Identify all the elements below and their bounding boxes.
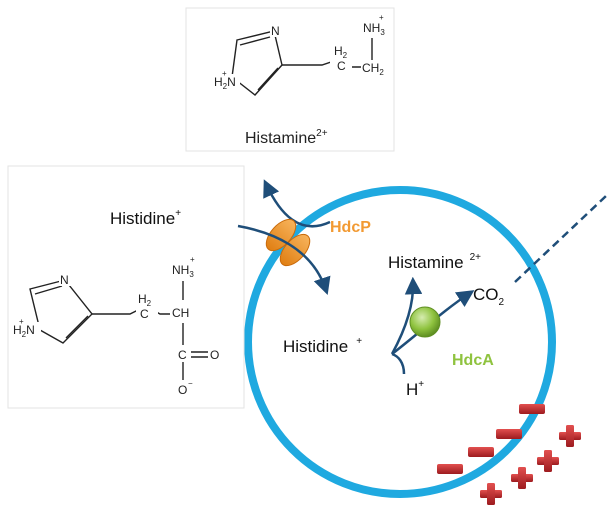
top-nh2-label: H2N [214, 75, 236, 91]
top-ch2-a-label: H2 [334, 44, 348, 60]
plus-cross-icon [480, 483, 502, 505]
left-c-label: C [178, 348, 187, 362]
left-o-single: O [178, 383, 187, 397]
histidine-outside-label: Histidine+ [110, 208, 181, 228]
top-ch2-b-label: CH2 [362, 61, 384, 77]
plus-cross-icon [559, 425, 581, 447]
proton-label: H+ [406, 379, 424, 399]
hdcp-arrow-out [263, 179, 331, 228]
left-nh3-label: NH3 [172, 263, 194, 279]
negative-charges [437, 404, 545, 474]
hdca-label: HdcA [452, 352, 494, 369]
top-ch2-a-c: C [337, 59, 346, 73]
hdca-enzyme [390, 276, 475, 375]
minus-bar-icon [437, 464, 463, 474]
left-nh2-label: H2N [13, 323, 35, 339]
histamine-structure-panel: N H2N + H2 C CH2 NH3 + Histamine2+ [185, 7, 395, 152]
top-nh3-label: NH3 [363, 21, 385, 37]
enzyme-sphere-icon [409, 306, 441, 338]
hdcp-arrow-in [237, 224, 331, 295]
minus-bar-icon [468, 447, 494, 457]
left-nh3-plus: + [190, 255, 195, 264]
plus-cross-icon [511, 467, 533, 489]
reaction-arrow-histamine [390, 276, 423, 355]
left-nh2-plus: + [19, 317, 24, 326]
reaction-line-proton [391, 352, 406, 375]
histamine-caption: Histamine2+ [245, 128, 328, 147]
left-ch2-label: H2 [138, 292, 152, 308]
top-n-ring: N [271, 24, 280, 38]
cell-membrane [244, 186, 556, 498]
top-nh2-plus: + [222, 69, 227, 78]
hdcp-label: HdcP [330, 219, 371, 236]
top-nh3-plus: + [379, 13, 384, 22]
co2-label: CO2 [473, 285, 505, 308]
left-ch-label: CH [172, 306, 189, 320]
minus-bar-icon [496, 429, 522, 439]
hdcp-transporter [237, 179, 331, 295]
dashed-connector-line [514, 195, 607, 283]
left-ch2-c: C [140, 307, 149, 321]
histidine-inside-label: Histidine+ [283, 336, 362, 356]
plus-cross-icon [537, 450, 559, 472]
left-o-minus: − [188, 379, 193, 388]
histidine-structure-panel: N H2N + H2 C CH NH3 + C O O − [7, 165, 245, 409]
left-n-ring: N [60, 273, 69, 287]
minus-bar-icon [519, 404, 545, 414]
positive-charges [480, 425, 581, 505]
left-o-double: O [210, 348, 219, 362]
